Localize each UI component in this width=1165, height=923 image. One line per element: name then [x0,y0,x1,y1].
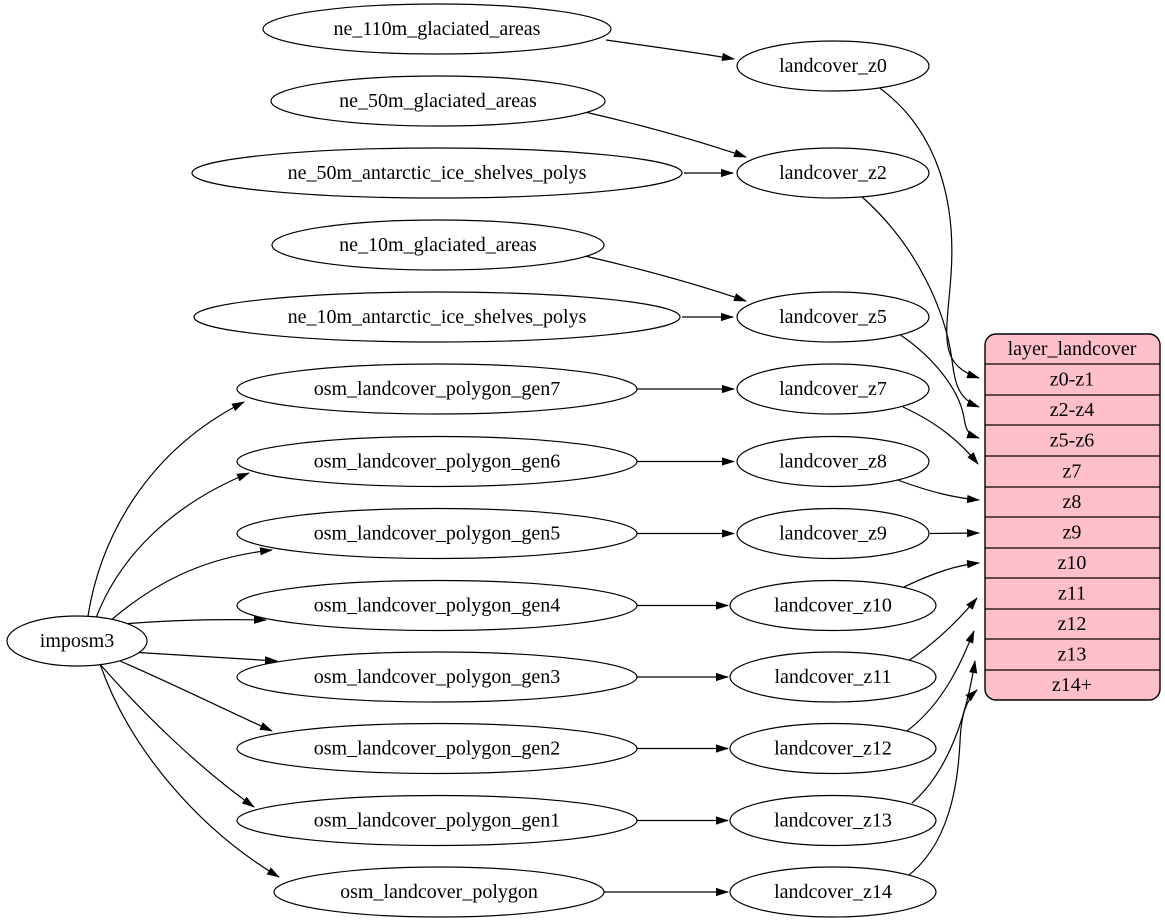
edge-landcover_z12--row-z12 [906,630,975,732]
node-landcover_z8: landcover_z8 [736,435,930,488]
table-row-z2-z4: z2-z4 [1050,399,1094,421]
node-label: landcover_z11 [775,666,892,688]
node-label: ne_10m_glaciated_areas [339,234,537,256]
edge-landcover_z7--row-z7 [902,406,979,465]
node-label: osm_landcover_polygon_gen1 [314,810,561,832]
node-label: landcover_z8 [779,451,887,473]
node-label: osm_landcover_polygon_gen2 [314,738,561,760]
node-label: landcover_z14 [774,881,892,903]
edge-imposm3--osm_landcover_polygon_gen5 [109,547,273,622]
edge-imposm3--osm_landcover_polygon_gen7 [87,401,245,617]
edge-ne_110m_glaciated_areas--landcover_z0 [605,39,735,61]
node-label: landcover_z2 [779,162,887,184]
node-label: osm_landcover_polygon [340,881,538,903]
table-row-z9: z9 [1063,522,1082,544]
node-landcover_z0: landcover_z0 [736,40,930,92]
edge-imposm3--osm_landcover_polygon [99,663,280,878]
node-label: ne_110m_glaciated_areas [334,18,541,40]
node-landcover_z10: landcover_z10 [729,579,937,632]
node-osm_landcover_polygon_gen7: osm_landcover_polygon_gen7 [236,363,638,415]
node-label: ne_50m_glaciated_areas [339,90,537,112]
node-ne_10m_glaciated_areas: ne_10m_glaciated_areas [271,219,605,271]
table-row-z13: z13 [1058,644,1087,666]
edge-landcover_z8--row-z8 [894,478,980,504]
table-row-z0-z1: z0-z1 [1050,369,1094,391]
edge-imposm3--osm_landcover_polygon_gen6 [95,472,250,619]
node-landcover_z2: landcover_z2 [736,147,930,199]
table-row-z10: z10 [1058,552,1087,574]
node-osm_landcover_polygon_gen1: osm_landcover_polygon_gen1 [236,794,638,847]
node-landcover_z9: landcover_z9 [736,507,930,560]
node-ne_50m_antarctic_ice_shelves_polys: ne_50m_antarctic_ice_shelves_polys [191,147,683,199]
table-row-z14plus: z14+ [1052,674,1092,696]
node-label: ne_10m_antarctic_ice_shelves_polys [288,306,587,328]
node-ne_110m_glaciated_areas: ne_110m_glaciated_areas [262,3,612,55]
node-label: osm_landcover_polygon_gen5 [314,523,561,545]
node-label: landcover_z5 [779,306,887,328]
node-imposm3: imposm3 [6,615,148,667]
table-row-z12: z12 [1058,613,1087,635]
edge-ne_10m_glaciated_areas--landcover_z5 [584,255,747,302]
edge-landcover_z14--row-z14plus [904,689,978,879]
node-osm_landcover_polygon_gen2: osm_landcover_polygon_gen2 [236,722,638,775]
node-landcover_z11: landcover_z11 [729,651,937,703]
node-label: landcover_z12 [774,738,892,760]
node-label: landcover_z13 [774,810,892,832]
node-label: landcover_z10 [774,595,892,617]
node-landcover_z13: landcover_z13 [729,794,937,847]
node-osm_landcover_polygon_gen5: osm_landcover_polygon_gen5 [236,507,638,560]
node-osm_landcover_polygon_gen6: osm_landcover_polygon_gen6 [236,435,638,488]
edge-landcover_z9--row-z9 [929,529,980,538]
node-label: landcover_z9 [779,523,887,545]
node-label: landcover_z0 [779,55,887,77]
table-title: layer_landcover [1008,338,1137,360]
edge-ne_50m_glaciated_areas--landcover_z2 [584,111,747,158]
node-label: osm_landcover_polygon_gen7 [314,378,561,400]
node-label: osm_landcover_polygon_gen4 [314,595,561,617]
node-label: landcover_z7 [779,378,887,400]
edge-landcover_z10--row-z10 [901,560,980,589]
node-landcover_z7: landcover_z7 [736,363,930,415]
node-ne_50m_glaciated_areas: ne_50m_glaciated_areas [270,75,606,127]
edge-landcover_z13--row-z13 [911,660,978,804]
node-landcover_z5: landcover_z5 [736,291,930,343]
node-osm_landcover_polygon_gen3: osm_landcover_polygon_gen3 [236,651,638,703]
node-label: osm_landcover_polygon_gen6 [314,451,561,473]
node-landcover_z14: landcover_z14 [729,866,937,918]
table-layer_landcover: layer_landcover z0-z1 z2-z4 z5-z6 z7 z8 … [984,333,1161,701]
node-landcover_z12: landcover_z12 [729,722,937,775]
edge-imposm3--osm_landcover_polygon_gen2 [112,657,273,732]
edge-landcover_z2--row-z2-z4 [860,195,980,408]
edge-landcover_z11--row-z11 [907,597,978,662]
table-row-z7: z7 [1063,461,1082,483]
node-label: osm_landcover_polygon_gen3 [314,666,561,688]
node-osm_landcover_polygon_gen4: osm_landcover_polygon_gen4 [236,579,638,632]
table-row-z8: z8 [1063,491,1082,513]
edge-landcover_z5--row-z5-z6 [898,333,980,439]
node-osm_landcover_polygon: osm_landcover_polygon [273,866,605,918]
node-label: imposm3 [40,630,114,652]
node-label: ne_50m_antarctic_ice_shelves_polys [288,162,587,184]
node-ne_10m_antarctic_ice_shelves_polys: ne_10m_antarctic_ice_shelves_polys [193,291,681,343]
edge-imposm3--osm_landcover_polygon_gen1 [97,661,255,808]
table-row-z11: z11 [1058,583,1086,605]
edge-imposm3--osm_landcover_polygon_gen3 [129,651,278,665]
edge-imposm3--osm_landcover_polygon_gen4 [121,615,267,625]
table-row-z5-z6: z5-z6 [1050,430,1094,452]
